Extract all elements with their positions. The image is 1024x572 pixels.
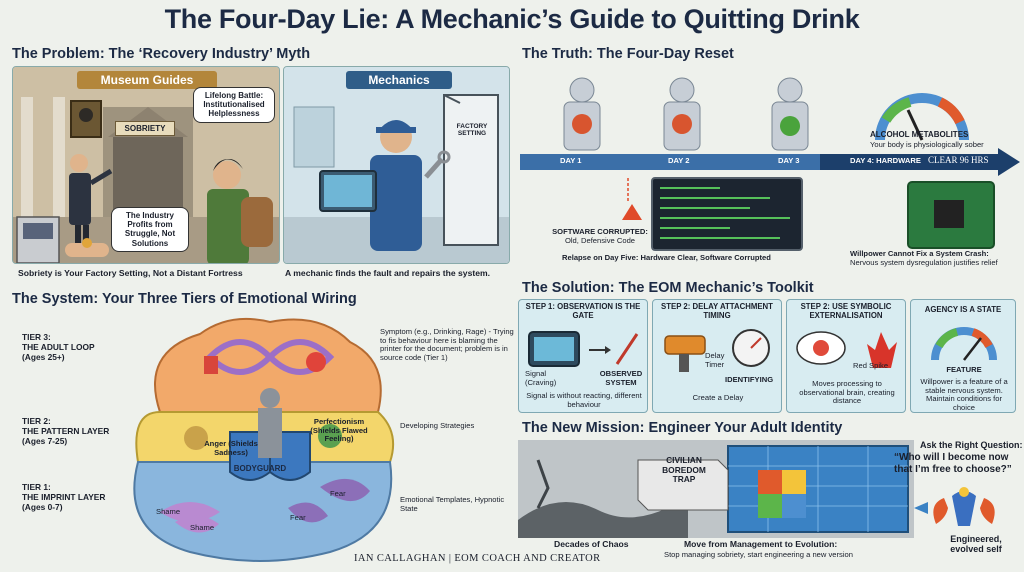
willpower-note: Willpower Cannot Fix a System Crash: Ner…	[850, 249, 1022, 267]
step2-caption: Create a Delay	[692, 393, 744, 402]
mechanics-banner: Mechanics	[346, 71, 452, 89]
software-corrupted-subtitle: Old, Defensive Code	[564, 235, 636, 245]
engineered-self-label: Engineered, evolved self	[950, 534, 1002, 555]
red-spike-icon	[796, 331, 897, 368]
agency-gauge-icon	[931, 327, 997, 361]
anger-label: Anger (Shields Sadness)	[204, 439, 258, 457]
problem-caption-right: A mechanic finds the fault and repairs t…	[285, 268, 491, 278]
question-title: Ask the Right Question:	[920, 440, 1023, 450]
evolved-self-icon	[914, 487, 995, 526]
tablet-probe-icon	[528, 331, 639, 367]
boredom-trap-label: CIVILIAN BOREDOM TRAP	[662, 455, 706, 485]
question-quote: “Who will I become now that I’m free to …	[894, 452, 1012, 475]
museum-guides-banner: Museum Guides	[77, 71, 217, 89]
tier1-label: TIER 1: THE IMPRINT LAYER (Ages 0-7)	[22, 482, 106, 513]
solution-heading: The Solution: The EOM Mechanic’s Toolkit	[522, 280, 814, 296]
step1-signal: Signal (Craving)	[525, 369, 557, 387]
willpower-title: Willpower Cannot Fix a System Crash:	[850, 249, 989, 258]
metabolites-subtitle: Your body is physiologically sober	[870, 140, 984, 149]
footer-credit: IAN CALLAGHAN | EOM COACH AND CREATOR	[354, 553, 601, 564]
step1-caption: Signal is without reacting, different be…	[526, 391, 642, 409]
factory-setting-sign: FACTORY SETTING	[456, 123, 488, 138]
system-heading: The System: Your Three Tiers of Emotiona…	[12, 291, 357, 307]
step4-card: AGENCY IS A STATE FEATURE Willpower is a…	[910, 299, 1016, 413]
fear-label-1: Fear	[330, 489, 346, 498]
step1-title: STEP 1: OBSERVATION IS THE GATE	[525, 302, 641, 320]
step4-feature: FEATURE	[946, 365, 982, 374]
relapse-caption: Relapse on Day Five: Hardware Clear, Sof…	[562, 253, 771, 262]
mechanic-illustration	[284, 67, 509, 263]
clear-96-hrs-label: CLEAR 96 HRS	[928, 155, 989, 165]
day4-label: DAY 4: HARDWARE	[850, 156, 921, 165]
step1-card: STEP 1: OBSERVATION IS THE GATE Signal (…	[518, 299, 648, 413]
four-day-timeline	[520, 77, 1020, 251]
day3-label: DAY 3	[778, 156, 800, 165]
software-corrupted-label: SOFTWARE CORRUPTED: Old, Defensive Code	[548, 227, 652, 245]
templates-note: Emotional Templates, Hypnotic State	[400, 495, 505, 513]
shame-label-1: Shame	[156, 507, 181, 516]
strategies-note: Developing Strategies	[400, 421, 475, 430]
step2-card: STEP 2: DELAY ATTACHMENT TIMING Delay Ti…	[652, 299, 782, 413]
sobriety-sign: SOBRIETY	[115, 121, 175, 136]
step3-caption: Moves processing to observational brain,…	[799, 379, 895, 406]
step2-timer: Delay Timer	[705, 351, 725, 369]
step1-observed: OBSERVED SYSTEM	[599, 369, 643, 387]
willpower-subtitle: Nervous system dysregulation justifies r…	[850, 257, 998, 267]
symptom-note: Symptom (e.g., Drinking, Rage) - Trying …	[380, 327, 514, 363]
brain-diagram	[133, 317, 394, 562]
tier3-label: TIER 3: THE ADULT LOOP (Ages 25+)	[22, 332, 95, 363]
shame-label-2: Shame	[190, 523, 215, 532]
move-subtitle: Stop managing sobriety, start engineerin…	[664, 550, 853, 559]
chaos-label: Decades of Chaos	[554, 539, 629, 549]
tier2-label: TIER 2: THE PATTERN LAYER (Ages 7-25)	[22, 416, 110, 447]
step4-caption: Willpower is a feature of a stable nervo…	[920, 377, 1008, 413]
day1-label: DAY 1	[560, 156, 582, 165]
perfectionism-label: Perfectionism (Shields Flawed Feeling)	[310, 417, 368, 444]
step3-title: STEP 2: USE SYMBOLIC EXTERNALISATION	[800, 302, 892, 320]
page-title: The Four-Day Lie: A Mechanic’s Guide to …	[164, 4, 860, 34]
delay-timer-icon	[664, 329, 770, 372]
fear-label-2: Fear	[290, 513, 306, 522]
step3-card: STEP 2: USE SYMBOLIC EXTERNALISATION Red…	[786, 299, 906, 413]
software-corrupted-title: SOFTWARE CORRUPTED:	[552, 227, 648, 236]
problem-heading: The Problem: The ‘Recovery Industry’ Myt…	[12, 46, 311, 62]
move-title: Move from Management to Evolution:	[684, 539, 838, 549]
step3-spike: Red Spike	[853, 361, 889, 370]
museum-guides-panel: Museum Guides SOBRIETY Lifelong Battle: …	[12, 66, 280, 264]
mission-illustration	[518, 440, 914, 538]
mechanics-panel: Mechanics FACTORY SETTING	[283, 66, 510, 264]
day2-label: DAY 2	[668, 156, 690, 165]
truth-heading: The Truth: The Four-Day Reset	[522, 46, 734, 62]
step2-title: STEP 2: DELAY ATTACHMENT TIMING	[661, 302, 773, 320]
metabolites-title: ALCOHOL METABOLITES	[870, 130, 969, 139]
lifelong-battle-bubble: Lifelong Battle: Institutionalised Helpl…	[193, 87, 275, 123]
bodyguard-label: BODYGUARD	[233, 464, 287, 473]
mission-heading: The New Mission: Engineer Your Adult Ide…	[522, 420, 843, 436]
step2-identifying: IDENTIFYING	[725, 375, 774, 384]
industry-profits-bubble: The Industry Profits from Struggle, Not …	[111, 207, 189, 252]
problem-caption-left: Sobriety is Your Factory Setting, Not a …	[18, 268, 243, 278]
step4-title: AGENCY IS A STATE	[924, 305, 1002, 314]
